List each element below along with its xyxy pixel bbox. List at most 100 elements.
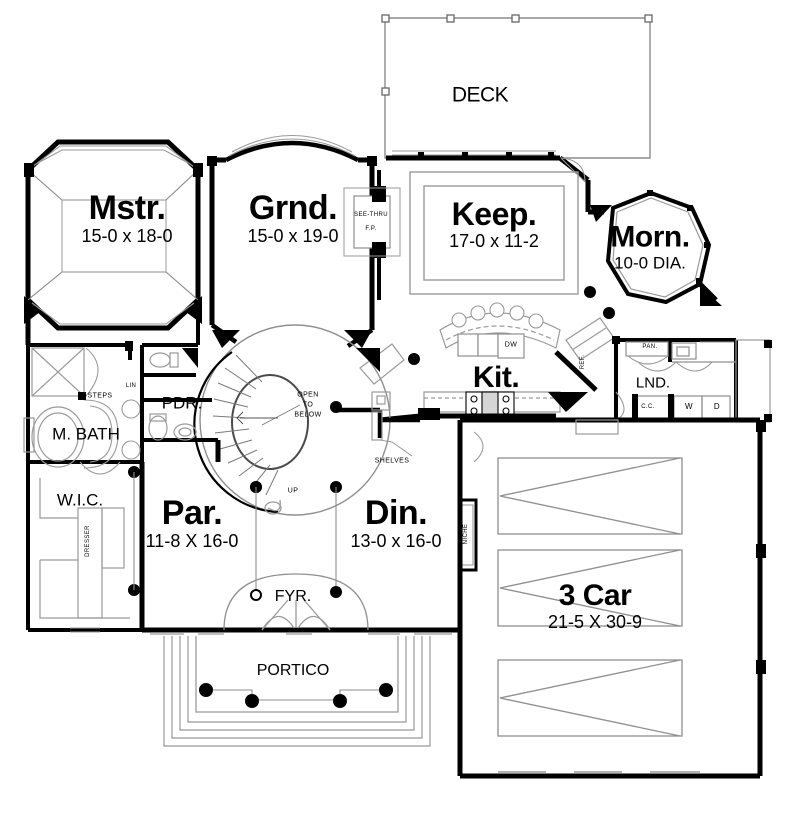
detail-label-fp: F.P. <box>365 226 377 232</box>
laundry-wall-fills <box>612 336 674 420</box>
room-name-dining: Din. <box>364 494 428 532</box>
detail-label-up: UP <box>287 487 299 495</box>
wic-window <box>70 627 100 633</box>
detail-label-dw: DW <box>504 341 518 349</box>
room-name-morning: Morn. <box>610 220 690 254</box>
room-name-master: Mstr. <box>88 189 166 227</box>
detail-label-portico: PORTICO <box>256 662 330 679</box>
garage-bay-2 <box>497 549 683 627</box>
room-dimension-garage: 21-5 X 30-9 <box>547 612 643 632</box>
room-name-keeping: Keep. <box>451 196 537 232</box>
portico-columns <box>199 683 393 708</box>
room-name-parlor: Par. <box>161 494 223 532</box>
stair-bottom-curve <box>264 499 282 515</box>
detail-label-lnd: LND. <box>635 374 671 392</box>
stair-arrow <box>236 411 278 425</box>
detail-label-fyr: FYR. <box>274 588 312 605</box>
room-name-grand: Grnd. <box>248 189 338 227</box>
detail-label-opentobelow1: OPEN <box>297 391 319 399</box>
room-dimension-keeping: 17-0 x 11-2 <box>449 231 539 251</box>
master-wc <box>140 345 196 377</box>
detail-label-opentobelow2: TO <box>302 401 314 409</box>
detail-label-steps: STEPS <box>87 392 113 400</box>
keeping-window-mullions <box>418 152 554 159</box>
grand-bay-windows <box>228 134 356 157</box>
detail-label-wic: W.I.C. <box>56 490 104 510</box>
grand-bay-arc <box>224 140 360 163</box>
dining-shelves <box>371 411 383 441</box>
side-stoop-posts <box>764 340 772 422</box>
detail-label-niche: NICHE <box>463 523 469 545</box>
room-label-kitchen: Kit. <box>473 363 520 393</box>
room-label-parlor: Par.11-8 X 16-0 <box>146 496 239 550</box>
keeping-window-band <box>392 150 556 156</box>
detail-label-washer: W <box>685 402 693 411</box>
wc-toilet <box>149 352 179 368</box>
detail-label-opentobelow3: BELOW <box>294 411 322 419</box>
powder-room-walls <box>140 400 218 442</box>
deck-posts <box>381 14 653 96</box>
deck-area <box>384 17 651 159</box>
dining-niche <box>460 498 478 572</box>
bath-steps <box>83 399 119 469</box>
bath-wall-fills <box>78 341 133 400</box>
portico-steps <box>163 636 431 747</box>
open-to-below-pointer <box>261 404 301 426</box>
laundry-upper-cabinet <box>671 342 736 363</box>
room-dimension-morning: 10-0 DIA. <box>614 253 686 273</box>
keeping-tray-ceiling <box>409 171 579 295</box>
dresser-box <box>101 507 125 569</box>
detail-label-pdr: PDR. <box>161 393 203 413</box>
garage-bay-3 <box>497 659 683 737</box>
detail-label-dresser: DRESSER <box>85 525 91 557</box>
room-label-dining: Din.13-0 x 16-0 <box>350 496 441 550</box>
bath-door-swings <box>79 347 141 475</box>
parlor-column-lines <box>133 472 337 595</box>
master-bay-windows <box>31 145 195 325</box>
foyer-arch <box>223 573 369 631</box>
side-stoop <box>735 339 771 423</box>
morning-corner-fills <box>584 205 722 319</box>
tub <box>23 406 85 468</box>
kitchen-counter-lower <box>423 391 561 413</box>
garage-entry-door <box>575 419 619 435</box>
room-label-master: Mstr.15-0 x 18-0 <box>81 191 172 245</box>
foyer-front-doors <box>261 599 331 631</box>
room-name-garage: 3 Car <box>558 579 632 612</box>
room-dimension-dining: 13-0 x 16-0 <box>350 531 442 551</box>
pantry-box <box>625 341 669 357</box>
morning-room-inner <box>612 197 704 298</box>
room-label-deck: DECK <box>452 85 509 106</box>
angled-closet-fill <box>356 348 380 372</box>
powder-sink <box>173 423 197 441</box>
detail-label-ref: REF. <box>580 354 586 370</box>
kitchen-dishwasher <box>497 333 525 359</box>
master-ceiling-lines <box>27 169 199 301</box>
foyer-columns-bottom <box>250 586 342 601</box>
detail-label-mbath: M. BATH <box>52 424 120 444</box>
grand-rotunda-edge <box>210 323 374 348</box>
room-dimension-grand: 15-0 x 19-0 <box>247 226 339 246</box>
detail-label-dryer: D <box>713 402 721 411</box>
garage-bay-1 <box>497 457 683 535</box>
kitchen-sink <box>457 333 499 357</box>
portico-floor <box>195 636 399 713</box>
kitchen-corner-fills <box>418 392 588 420</box>
master-closet-doorway <box>142 300 200 347</box>
powder-toilet <box>148 413 168 441</box>
angled-closet <box>359 343 405 411</box>
shower-stall <box>31 347 85 397</box>
spiral-stair-inner-circle <box>231 374 309 470</box>
shelves-leader <box>379 439 413 457</box>
keeping-door-swing <box>560 157 586 183</box>
kitchen-barstools <box>451 302 544 329</box>
detail-label-lin: LIN <box>125 383 137 389</box>
room-label-grand: Grnd.15-0 x 19-0 <box>247 191 338 245</box>
portico-column-line <box>206 689 386 701</box>
room-label-keeping: Keep.17-0 x 11-2 <box>449 198 539 250</box>
detail-label-seethru: SEE-THRU <box>354 212 388 218</box>
garage-wall-marks <box>756 420 766 674</box>
